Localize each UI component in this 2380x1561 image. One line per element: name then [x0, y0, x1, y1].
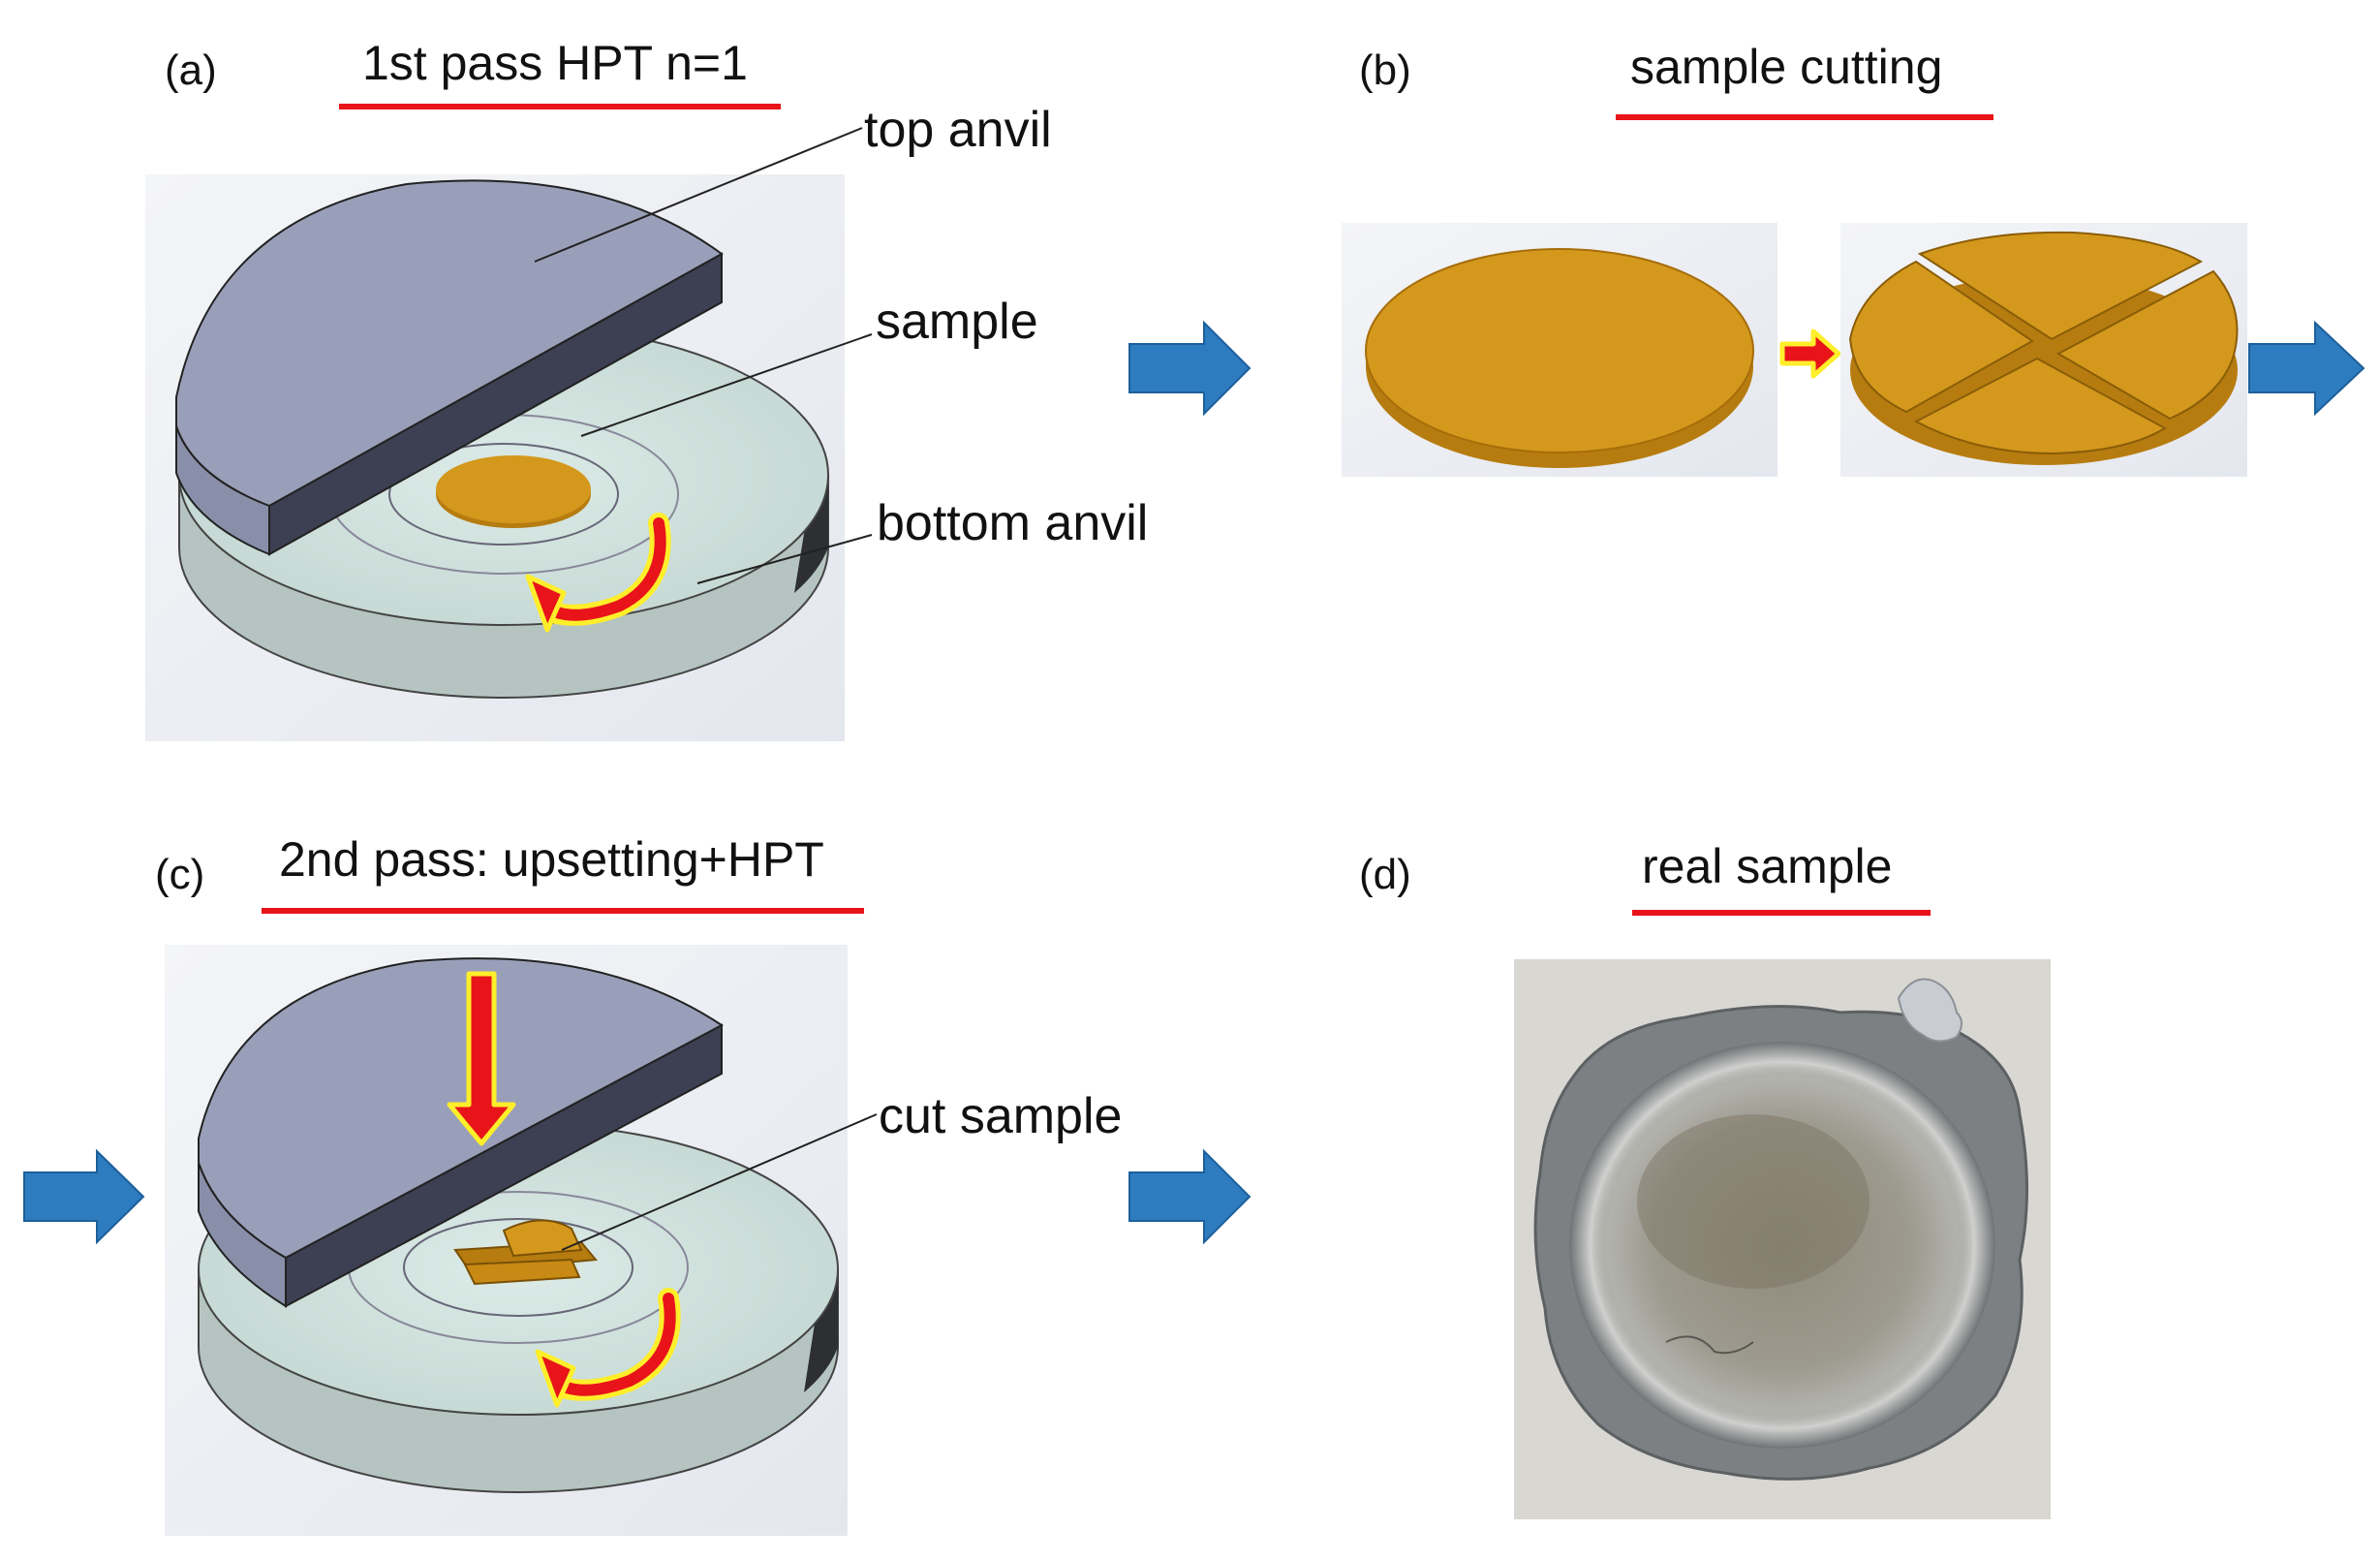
leader-sample	[580, 333, 873, 437]
rotation-arrow-a	[525, 513, 671, 633]
panel-c-title-underline	[262, 908, 864, 914]
callout-bottom-anvil: bottom anvil	[877, 495, 1149, 551]
stacked-cut-sample	[453, 1219, 598, 1286]
uncut-sample-disk	[1365, 248, 1754, 468]
flow-arrow-c-to-d	[1128, 1148, 1252, 1245]
sample-dark-center	[1637, 1114, 1870, 1289]
panel-a-label: (a)	[165, 47, 217, 94]
cut-sample-quarters	[1848, 231, 2239, 465]
panel-b-illustration	[1342, 223, 2247, 477]
panel-b-title-underline	[1616, 114, 1994, 120]
panel-d-photo	[1514, 959, 2051, 1519]
panel-d-label: (d)	[1359, 851, 1411, 898]
cutting-step-arrow	[1779, 328, 1841, 379]
panel-c-illustration	[165, 945, 878, 1536]
metal-fragment	[1897, 978, 1963, 1043]
panel-d-title-underline	[1632, 910, 1931, 916]
leader-bottom-anvil	[696, 534, 873, 584]
flow-arrow-c-in	[23, 1148, 145, 1245]
flow-arrow-b-out	[2248, 320, 2365, 417]
panel-a-illustration	[145, 127, 873, 741]
leader-top-anvil	[534, 127, 863, 263]
panel-a-title: 1st pass HPT n=1	[362, 36, 748, 90]
sample-rim	[1569, 1042, 1995, 1449]
panel-b-label: (b)	[1359, 47, 1411, 94]
callout-sample: sample	[876, 294, 1038, 350]
top-anvil	[175, 179, 724, 556]
panel-a-title-underline	[339, 104, 781, 109]
leader-cut-sample	[561, 1113, 878, 1251]
panel-b-title: sample cutting	[1630, 40, 1943, 94]
callout-cut-sample: cut sample	[879, 1088, 1123, 1144]
rotation-arrow-c	[535, 1288, 681, 1408]
flow-arrow-a-to-b	[1128, 320, 1252, 417]
callout-top-anvil: top anvil	[864, 102, 1052, 158]
panel-c-label: (c)	[155, 851, 205, 898]
pressing-arrow	[447, 971, 516, 1146]
panel-d-title: real sample	[1642, 839, 1893, 893]
panel-c-title: 2nd pass: upsetting+HPT	[279, 832, 824, 887]
sample-disk	[436, 455, 591, 528]
